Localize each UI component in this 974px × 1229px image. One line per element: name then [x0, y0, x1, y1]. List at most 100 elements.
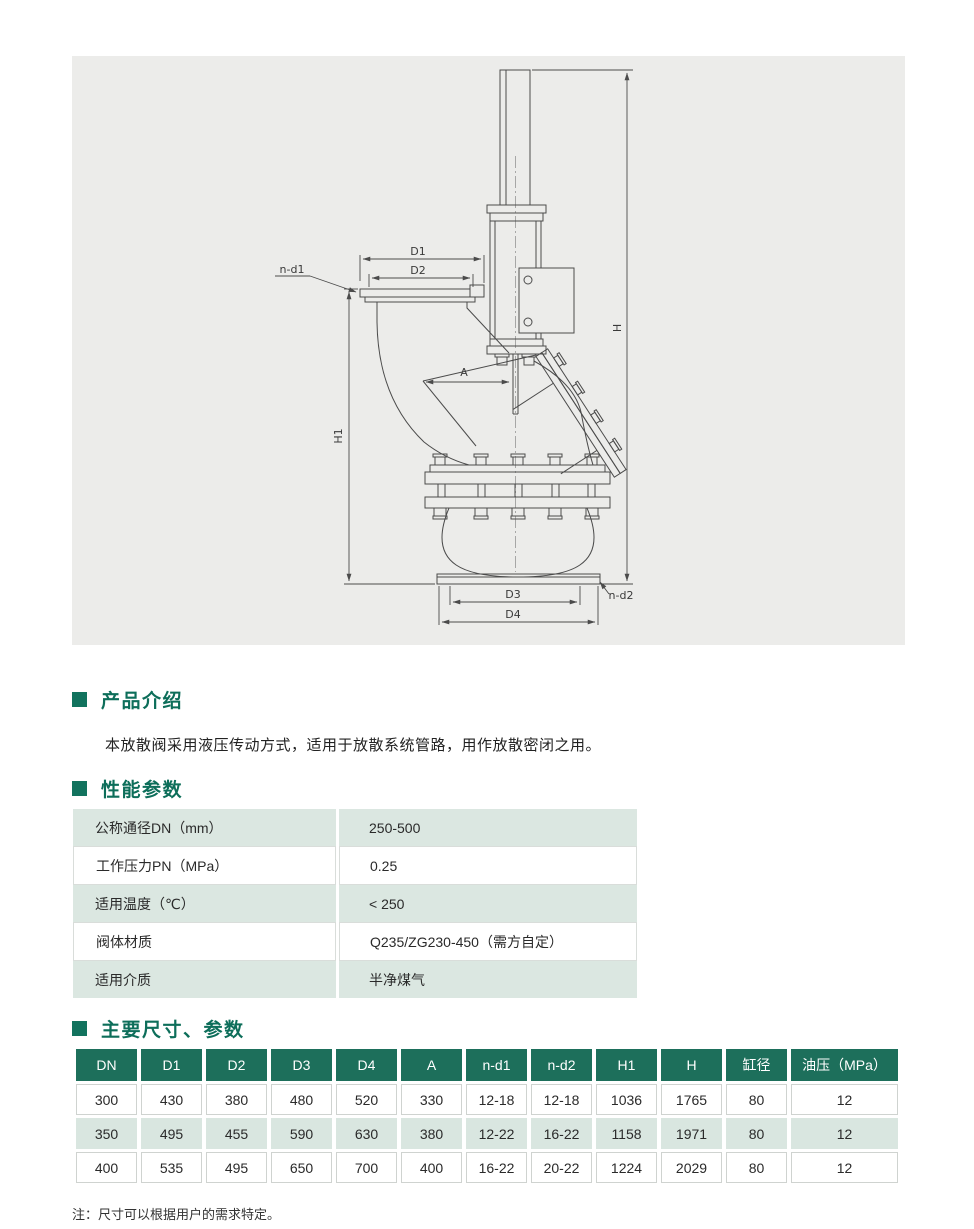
dimensions-cell: 1765 — [661, 1084, 722, 1115]
dimensions-column-header: D2 — [206, 1049, 267, 1081]
dimensions-cell: 495 — [141, 1118, 202, 1149]
dim-label-h1: H1 — [332, 428, 345, 443]
dimensions-cell: 80 — [726, 1152, 787, 1183]
dimensions-cell: 495 — [206, 1152, 267, 1183]
dimensions-cell: 80 — [726, 1118, 787, 1149]
parameter-value: 0.25 — [339, 846, 637, 885]
dimensions-cell: 430 — [141, 1084, 202, 1115]
dim-label-d3: D3 — [505, 588, 520, 601]
junction-box — [518, 267, 575, 334]
performance-row: 工作压力PN（MPa）0.25 — [73, 846, 637, 885]
piston-rod — [499, 69, 531, 206]
dimensions-cell: 12 — [791, 1118, 898, 1149]
valve-stem — [512, 354, 519, 415]
dimensions-cell: 650 — [271, 1152, 332, 1183]
dimensions-column-header: DN — [76, 1049, 137, 1081]
dimensions-cell: 16-22 — [531, 1118, 592, 1149]
green-square-bullet-icon — [72, 692, 87, 707]
dim-label-n-d2: n-d2 — [609, 589, 634, 602]
dimensions-cell: 380 — [401, 1118, 462, 1149]
dimensions-cell: 80 — [726, 1084, 787, 1115]
dim-label-d4: D4 — [505, 608, 520, 621]
green-square-bullet-icon — [72, 781, 87, 796]
section-header-intro: 产品介绍 — [72, 686, 183, 713]
dim-label-h: H — [611, 324, 624, 332]
cylinder-bottom-flange — [486, 338, 547, 366]
dimensions-cell: 480 — [271, 1084, 332, 1115]
dimensions-column-header: A — [401, 1049, 462, 1081]
dimensions-cell: 1224 — [596, 1152, 657, 1183]
dimensions-cell: 20-22 — [531, 1152, 592, 1183]
dimensions-cell: 380 — [206, 1084, 267, 1115]
dimensions-column-header: H1 — [596, 1049, 657, 1081]
dimensions-cell: 12-18 — [466, 1084, 527, 1115]
dimensions-cell: 400 — [401, 1152, 462, 1183]
dim-label-d2: D2 — [410, 264, 425, 277]
dimension-lines — [275, 69, 633, 625]
drawing-panel: D1 D2 n-d1 A H1 H D3 D4 n-d2 — [72, 56, 905, 645]
performance-row: 公称通径DN（mm）250-500 — [73, 809, 637, 846]
intro-paragraph: 本放散阀采用液压传动方式，适用于放散系统管路，用作放散密闭之用。 — [105, 737, 602, 754]
dimensions-cell: 350 — [76, 1118, 137, 1149]
parameter-value: < 250 — [339, 885, 637, 922]
dimensions-cell: 455 — [206, 1118, 267, 1149]
parameter-value: 半净煤气 — [339, 961, 637, 998]
dimensions-column-header: D1 — [141, 1049, 202, 1081]
dimensions-column-header: n-d1 — [466, 1049, 527, 1081]
dimensions-cell: 1971 — [661, 1118, 722, 1149]
performance-row: 适用温度（℃）< 250 — [73, 885, 637, 922]
dimensions-cell: 520 — [336, 1084, 397, 1115]
footnote: 注：尺寸可以根据用户的需求特定。 — [72, 1207, 281, 1222]
dimensions-cell: 700 — [336, 1152, 397, 1183]
section-title-performance: 性能参数 — [101, 780, 184, 801]
cylinder-top-flange — [486, 204, 547, 222]
dimensions-cell: 12 — [791, 1084, 898, 1115]
parameter-value: 250-500 — [339, 809, 637, 846]
dim-label-n-d1: n-d1 — [280, 263, 305, 276]
parameter-label: 适用介质 — [73, 961, 336, 998]
dimensions-cell: 300 — [76, 1084, 137, 1115]
dimensions-cell: 535 — [141, 1152, 202, 1183]
section-title-intro: 产品介绍 — [101, 691, 184, 712]
dim-label-d1: D1 — [410, 245, 425, 258]
dimensions-cell: 1036 — [596, 1084, 657, 1115]
dimensions-cell: 16-22 — [466, 1152, 527, 1183]
performance-row: 适用介质半净煤气 — [73, 961, 637, 998]
dimensions-cell: 1158 — [596, 1118, 657, 1149]
dimensions-column-header: n-d2 — [531, 1049, 592, 1081]
dimensions-column-header: 油压（MPa） — [791, 1049, 898, 1081]
dimensions-cell: 630 — [336, 1118, 397, 1149]
dimensions-column-header: H — [661, 1049, 722, 1081]
inlet-flange — [359, 284, 485, 303]
section-title-dimensions: 主要尺寸、参数 — [101, 1020, 245, 1041]
dimensions-cell: 12 — [791, 1152, 898, 1183]
dimensions-column-header: D4 — [336, 1049, 397, 1081]
section-header-performance: 性能参数 — [72, 775, 183, 802]
dim-label-a: A — [460, 366, 468, 379]
section-header-dimensions: 主要尺寸、参数 — [72, 1015, 245, 1042]
dimensions-column-header: D3 — [271, 1049, 332, 1081]
branch-flange — [512, 348, 627, 478]
dimensions-cell: 12-18 — [531, 1084, 592, 1115]
valve-body — [376, 302, 594, 466]
valve-sphere — [441, 507, 595, 578]
dimensions-cell: 590 — [271, 1118, 332, 1149]
parameter-label: 工作压力PN（MPa） — [73, 846, 336, 885]
dimensions-column-header: 缸径 — [726, 1049, 787, 1081]
main-flange-assembly — [424, 453, 611, 520]
parameter-label: 适用温度（℃） — [73, 885, 336, 922]
parameter-label: 阀体材质 — [73, 922, 336, 961]
base-plate — [436, 573, 601, 585]
green-square-bullet-icon — [72, 1021, 87, 1036]
technical-drawing: D1 D2 n-d1 A H1 H D3 D4 n-d2 — [275, 69, 634, 625]
parameter-label: 公称通径DN（mm） — [73, 809, 336, 846]
dimensions-cell: 2029 — [661, 1152, 722, 1183]
parameter-value: Q235/ZG230-450（需方自定） — [339, 922, 637, 961]
